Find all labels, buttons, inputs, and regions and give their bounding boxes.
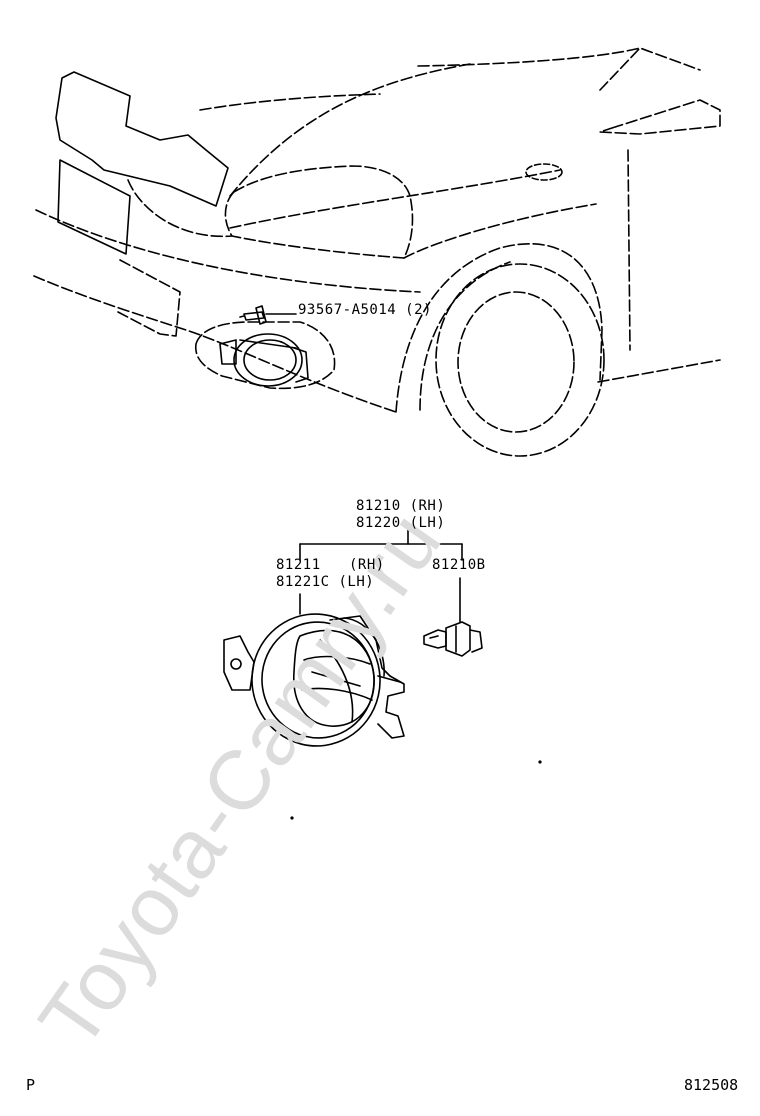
- callout-screw-part-number: 93567-A5014 (2): [298, 302, 432, 318]
- fender-line: [403, 203, 597, 259]
- bulb-icon: [423, 621, 483, 657]
- hood-edge-left: [229, 63, 471, 197]
- callout-bracket: [299, 529, 463, 623]
- callout-lamp-lh: 81221C (LH): [276, 574, 375, 590]
- headlight-outline: [224, 165, 414, 259]
- bumper-line-upper: [35, 209, 421, 293]
- screw-icon: [239, 305, 267, 325]
- rocker-line: [597, 359, 721, 383]
- fog-lamp-assembly-drawing: [223, 613, 405, 747]
- hood-front-line: [229, 169, 561, 229]
- a-pillar-line: [599, 47, 701, 91]
- door-line: [627, 149, 631, 351]
- hood-edge-right: [417, 47, 641, 67]
- callout-assembly-lh: 81220 (LH): [356, 515, 446, 531]
- callout-bulb: 81210B: [432, 557, 486, 573]
- license-plate-outline: [57, 159, 131, 255]
- figure-number: 812508: [684, 1076, 739, 1094]
- hood-panel-outline: [55, 71, 229, 207]
- lower-grille-outline: [117, 259, 181, 337]
- hood-crease-1: [199, 93, 381, 111]
- corner-letter: P: [26, 1076, 36, 1094]
- hood-crease-2: [127, 179, 233, 238]
- bumper-line-lower: [33, 275, 397, 413]
- fog-lamp-installed: [195, 321, 336, 390]
- callout-assembly-rh: 81210 (RH): [356, 498, 446, 514]
- wheel-rim: [457, 291, 575, 433]
- tire-outer: [435, 263, 605, 457]
- mirror-outline: [599, 99, 721, 135]
- side-marker-oval: [525, 163, 563, 181]
- wheel-arch-outer: [395, 243, 603, 413]
- car-front-outline: [33, 47, 721, 457]
- wheel-arch-inner: [419, 261, 511, 411]
- callout-lamp-rh-number: 81211: [276, 557, 321, 573]
- callout-lamp-rh-side: (RH): [349, 557, 385, 573]
